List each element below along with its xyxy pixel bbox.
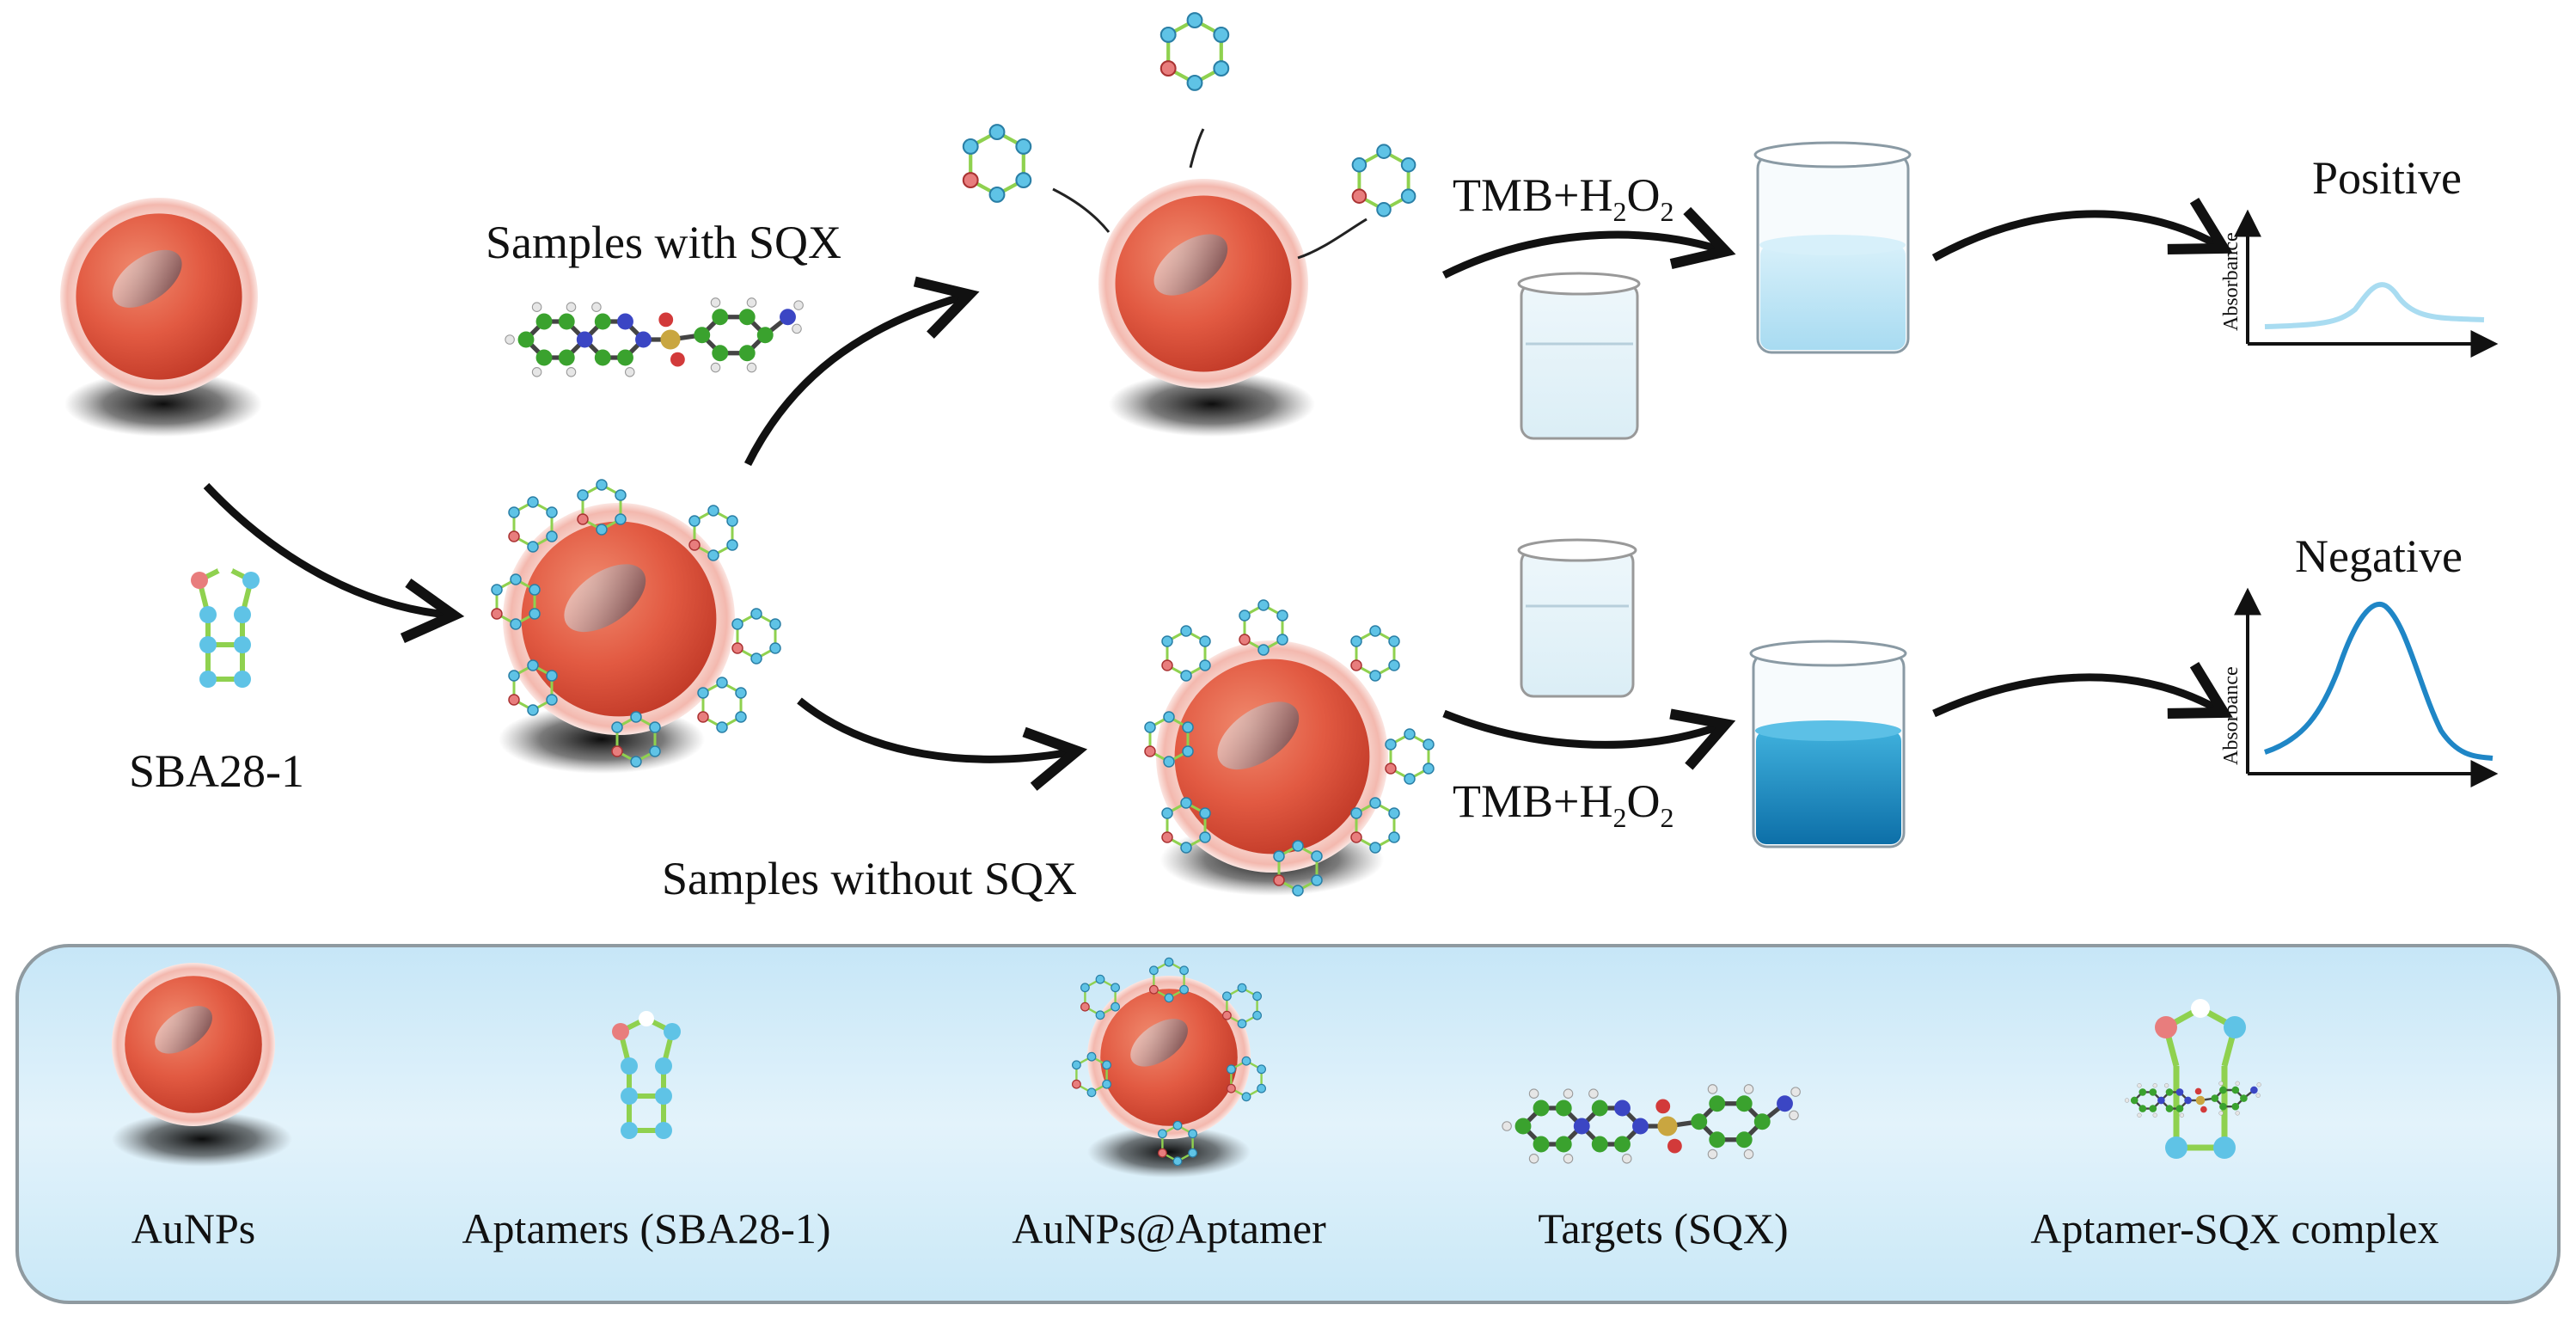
absorbance-axis-label-bottom: Absorbance [2220, 666, 2243, 765]
reagent-label-top: TMB+H2O2 [1453, 169, 1674, 227]
positive-label: Positive [2312, 152, 2463, 204]
legend-label-targets: Targets (SQX) [1538, 1204, 1789, 1253]
arrow-top-to-beaker [1441, 206, 1736, 279]
legend-label-complex: Aptamer-SQX complex [2030, 1204, 2439, 1253]
absorbance-axis-label-top: Absorbance [2220, 232, 2243, 331]
sqx-molecule-icon-top [505, 298, 803, 377]
samples-without-sqx-label: Samples without SQX [662, 853, 1078, 904]
legend-aunp-aptamer-icon [1071, 957, 1267, 1178]
arrow-to-functionalized [203, 482, 465, 643]
legend-panel [15, 944, 2561, 1304]
legend-aptamer-icon [612, 1011, 681, 1139]
legend-aunp-icon [112, 963, 292, 1167]
beaker-light-solution [1753, 141, 1912, 354]
negative-chart [2234, 587, 2499, 787]
beaker-dark-solution [1749, 640, 1907, 848]
arrow-to-without-sqx [797, 697, 1088, 791]
arrow-to-negative-chart [1932, 662, 2233, 720]
arrow-to-with-sqx [743, 276, 980, 467]
aptamer-hairpin-icon [191, 560, 260, 688]
positive-absorbance-curve [2264, 282, 2485, 329]
legend-label-aunps: AuNPs [131, 1204, 256, 1253]
arrow-bottom-to-beaker [1442, 708, 1736, 770]
samples-with-sqx-label: Samples with SQX [486, 217, 842, 268]
beaker-empty-top [1517, 272, 1641, 440]
reagent-label-bottom: TMB+H2O2 [1453, 775, 1674, 833]
aunp-start [60, 198, 262, 437]
aunp-with-sqx [964, 13, 1417, 437]
legend-label-aptamers: Aptamers (SBA28-1) [462, 1204, 831, 1253]
legend-label-aunps-aptamer: AuNPs@Aptamer [1012, 1204, 1326, 1253]
negative-label: Negative [2295, 530, 2463, 582]
legend-aptamer-sqx-complex-icon [2123, 999, 2262, 1159]
release-curls [1052, 128, 1368, 260]
beaker-empty-bottom [1517, 538, 1637, 698]
positive-chart [2234, 209, 2499, 358]
arrow-to-positive-chart [1931, 198, 2233, 261]
aunp-without-sqx [1143, 598, 1435, 897]
aptamer-name-label: SBA28-1 [129, 745, 305, 797]
negative-absorbance-curve [2264, 602, 2493, 761]
aunp-aptamer-center [490, 478, 782, 774]
